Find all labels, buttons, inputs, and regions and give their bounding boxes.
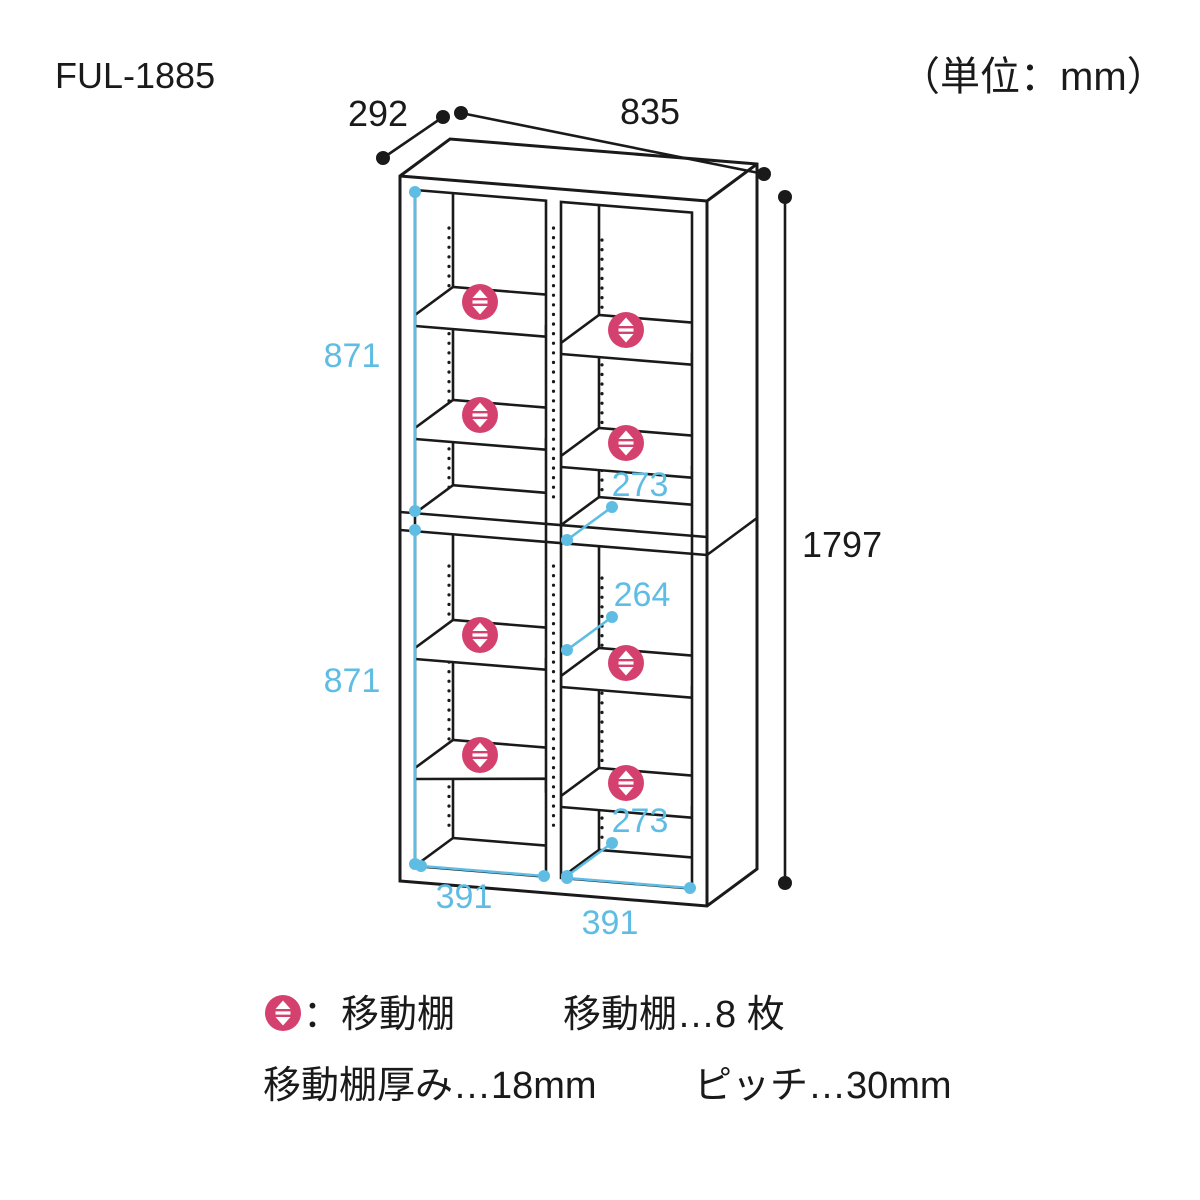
dimension-endpoint-dot: [606, 837, 618, 849]
middle-seam-top-line: [399, 510, 708, 539]
movable-shelf-icon: [608, 765, 644, 801]
model-number-label: FUL-1885: [55, 55, 215, 96]
left-column-width-line: [420, 864, 545, 878]
dimension-endpoint-dot: [757, 167, 771, 181]
left-floor-back-edge: [452, 836, 546, 847]
movable-shelf: [415, 738, 546, 793]
dimension-endpoint-dot: [561, 644, 573, 656]
dimension-endpoint-dot: [376, 151, 390, 165]
movable-shelf-icon: [462, 397, 498, 433]
middle-panel-left-top-edges: [415, 483, 546, 515]
right-column-width-dimension: 391: [561, 872, 696, 942]
left-column-width-dimension: 391: [415, 860, 550, 916]
middle-seam-bottom-line: [399, 528, 708, 557]
legend-icon-meaning: ：移動棚: [303, 994, 455, 1036]
upper-right-inner-line: [566, 505, 613, 542]
outer-dimensions: 292 835 1797: [348, 91, 882, 890]
legend-shelf-count: 移動棚…8 枚: [563, 994, 785, 1036]
unit-note-label: （単位：mm）: [900, 55, 1167, 99]
legend: ：移動棚 移動棚…8 枚 移動棚厚み…18mm ピッチ…30mm: [263, 994, 952, 1107]
dimension-endpoint-dot: [684, 882, 696, 894]
dimension-endpoint-dot: [436, 110, 450, 124]
movable-shelf: [561, 766, 692, 820]
middle-panel-right-fill: [561, 497, 692, 554]
middle-seam-side-line: [706, 516, 758, 557]
width-dimension: 835: [454, 91, 771, 181]
legend-shelf-thickness: 移動棚厚み…18mm: [263, 1065, 597, 1107]
dimension-endpoint-dot: [606, 611, 618, 623]
lower-section-dimension: 871: [324, 524, 421, 870]
lower-section-label: 871: [324, 662, 381, 700]
middle-right-inner-line: [566, 615, 613, 652]
movable-shelf-legend-icon: [265, 995, 301, 1031]
upper-right-inner-dimension: 273: [561, 466, 668, 546]
dimension-endpoint-dot: [561, 534, 573, 546]
movable-shelf-icon: [462, 617, 498, 653]
movable-shelf: [561, 313, 692, 367]
middle-right-inner-dimension: 264: [561, 576, 670, 656]
right-column-width-line: [566, 876, 691, 890]
upper-section-label: 871: [324, 337, 381, 375]
legend-pitch: ピッチ…30mm: [694, 1065, 952, 1107]
dimension-endpoint-dot: [415, 860, 427, 872]
upper-section-dimension: 871: [324, 186, 421, 517]
middle-panel-right-top-edges: [561, 495, 692, 527]
height-dimension: 1797: [778, 190, 882, 890]
movable-shelf-icon: [462, 284, 498, 320]
dimension-endpoint-dot: [409, 505, 421, 517]
width-dimension-line: [460, 111, 765, 176]
left-column-width-label: 391: [436, 878, 493, 916]
movable-shelf-icon: [462, 737, 498, 773]
dimension-endpoint-dot: [778, 190, 792, 204]
movable-shelf-icon: [608, 312, 644, 348]
width-dimension-label: 835: [620, 91, 680, 132]
movable-shelf: [561, 646, 692, 700]
middle-right-inner-label: 264: [614, 576, 671, 614]
movable-shelf: [415, 398, 546, 452]
depth-dimension: 292: [348, 93, 450, 165]
height-dimension-label: 1797: [802, 524, 882, 565]
movable-shelf: [415, 285, 546, 339]
right-floor-back-edge: [598, 848, 692, 859]
movable-shelf: [561, 426, 692, 480]
movable-shelf-icon: [608, 645, 644, 681]
dimension-endpoint-dot: [409, 524, 421, 536]
dimension-endpoint-dot: [454, 106, 468, 120]
dimension-endpoint-dot: [561, 872, 573, 884]
dimension-endpoint-dot: [606, 501, 618, 513]
movable-shelf-icon: [608, 425, 644, 461]
upper-right-inner-label: 273: [612, 466, 669, 504]
cabinet-front-top-edge: [399, 174, 708, 203]
dimension-endpoint-dot: [538, 870, 550, 882]
right-column-interior: [561, 201, 692, 879]
depth-dimension-line: [382, 115, 444, 160]
movable-shelf: [415, 618, 546, 672]
middle-panel-left-fill: [415, 485, 546, 542]
dimension-endpoint-dot: [409, 186, 421, 198]
cabinet-drawing: [398, 137, 759, 908]
lower-right-inner-line: [566, 841, 613, 878]
interior-dimensions: 871 871 273 264 273: [324, 186, 696, 942]
dimension-endpoint-dot: [778, 876, 792, 890]
depth-dimension-label: 292: [348, 93, 408, 134]
lower-right-inner-label: 273: [612, 802, 669, 840]
right-column-width-label: 391: [582, 904, 639, 942]
left-column-interior: [415, 190, 546, 868]
